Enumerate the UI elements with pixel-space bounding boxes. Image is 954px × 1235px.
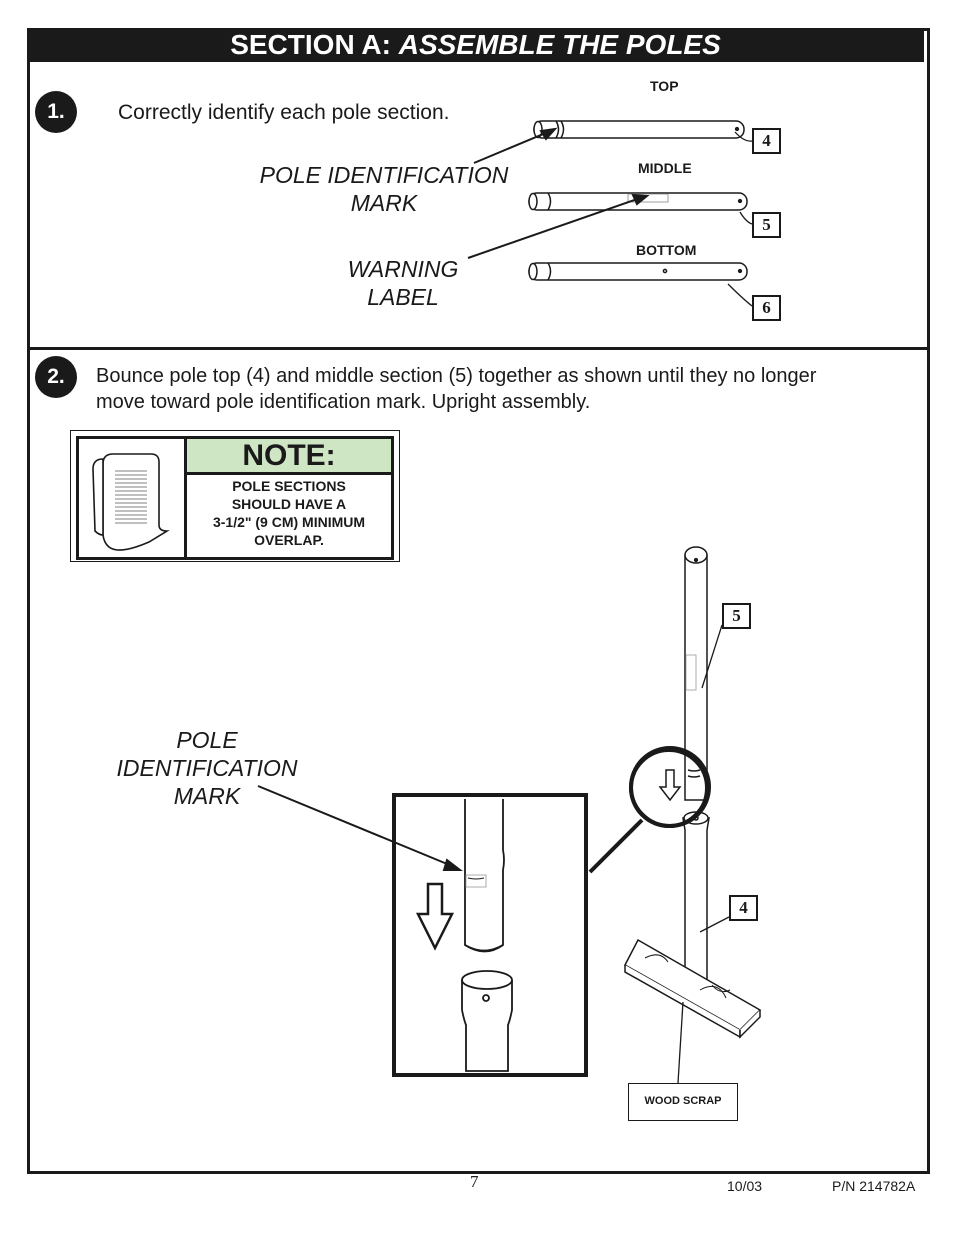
note-box: NOTE: POLE SECTIONS SHOULD HAVE A 3-1/2"… <box>70 430 400 562</box>
part-number-tag: 4 <box>752 128 781 154</box>
note-body: POLE SECTIONS SHOULD HAVE A 3-1/2" (9 CM… <box>187 477 391 549</box>
callout-line: POLE <box>176 727 238 753</box>
section-prefix: SECTION A: <box>230 29 391 60</box>
pole-top-drawing <box>533 120 745 139</box>
pole-bottom-drawing <box>528 262 748 281</box>
note-page-icon-panel <box>79 439 187 557</box>
step-1-badge: 1. <box>35 91 77 133</box>
pole-label-middle: MIDDLE <box>638 160 692 176</box>
upright-pole-lower <box>682 811 710 981</box>
callout-line: WARNING <box>347 256 459 282</box>
pole-identification-mark-callout-2: POLE IDENTIFICATION MARK <box>100 726 314 810</box>
part-number-tag: 5 <box>752 212 781 238</box>
detail-pole-upper <box>464 799 505 953</box>
step-2-badge: 2. <box>35 356 77 398</box>
note-line: SHOULD HAVE A <box>231 496 347 512</box>
part-number-tag: 5 <box>722 603 751 629</box>
pole-label-bottom: BOTTOM <box>636 242 697 258</box>
small-down-arrow <box>658 769 682 802</box>
detail-pole-lower <box>461 970 513 1072</box>
instruction-line: move toward pole identification mark. Up… <box>96 391 591 413</box>
warning-label-callout: WARNING LABEL <box>330 255 476 311</box>
callout-line: MARK <box>350 190 418 216</box>
callout-line: IDENTIFICATION <box>116 755 298 781</box>
note-line: POLE SECTIONS <box>232 478 346 494</box>
instruction-line: Bounce pole top (4) and middle section (… <box>96 365 817 387</box>
upright-pole-upper <box>684 546 708 801</box>
callout-line: MARK <box>173 783 241 809</box>
section-header: SECTION A: ASSEMBLE THE POLES <box>27 28 924 62</box>
step-divider <box>27 347 927 350</box>
note-line: OVERLAP. <box>254 532 324 548</box>
note-line: 3-1/2" (9 CM) MINIMUM <box>212 514 366 530</box>
callout-line: LABEL <box>367 284 439 310</box>
part-number-tag: 6 <box>752 295 781 321</box>
pole-identification-mark-callout: POLE IDENTIFICATION MARK <box>250 161 518 217</box>
part-number: P/N 214782A <box>832 1178 916 1194</box>
note-page-icon <box>92 453 170 551</box>
note-inner-frame: NOTE: POLE SECTIONS SHOULD HAVE A 3-1/2"… <box>76 436 394 560</box>
callout-line: POLE IDENTIFICATION <box>259 162 509 188</box>
revision-date: 10/03 <box>727 1178 763 1194</box>
part-number-tag: 4 <box>729 895 758 921</box>
wood-scrap-label: WOOD SCRAP <box>628 1083 738 1121</box>
step-1-instruction: Correctly identify each pole section. <box>118 101 450 124</box>
note-title: NOTE: <box>187 439 391 475</box>
step-2-instruction: Bounce pole top (4) and middle section (… <box>96 363 816 415</box>
page-number: 7 <box>470 1172 479 1191</box>
pole-label-top: TOP <box>650 78 679 94</box>
detail-down-arrow <box>415 882 455 951</box>
section-title: ASSEMBLE THE POLES <box>398 29 721 60</box>
